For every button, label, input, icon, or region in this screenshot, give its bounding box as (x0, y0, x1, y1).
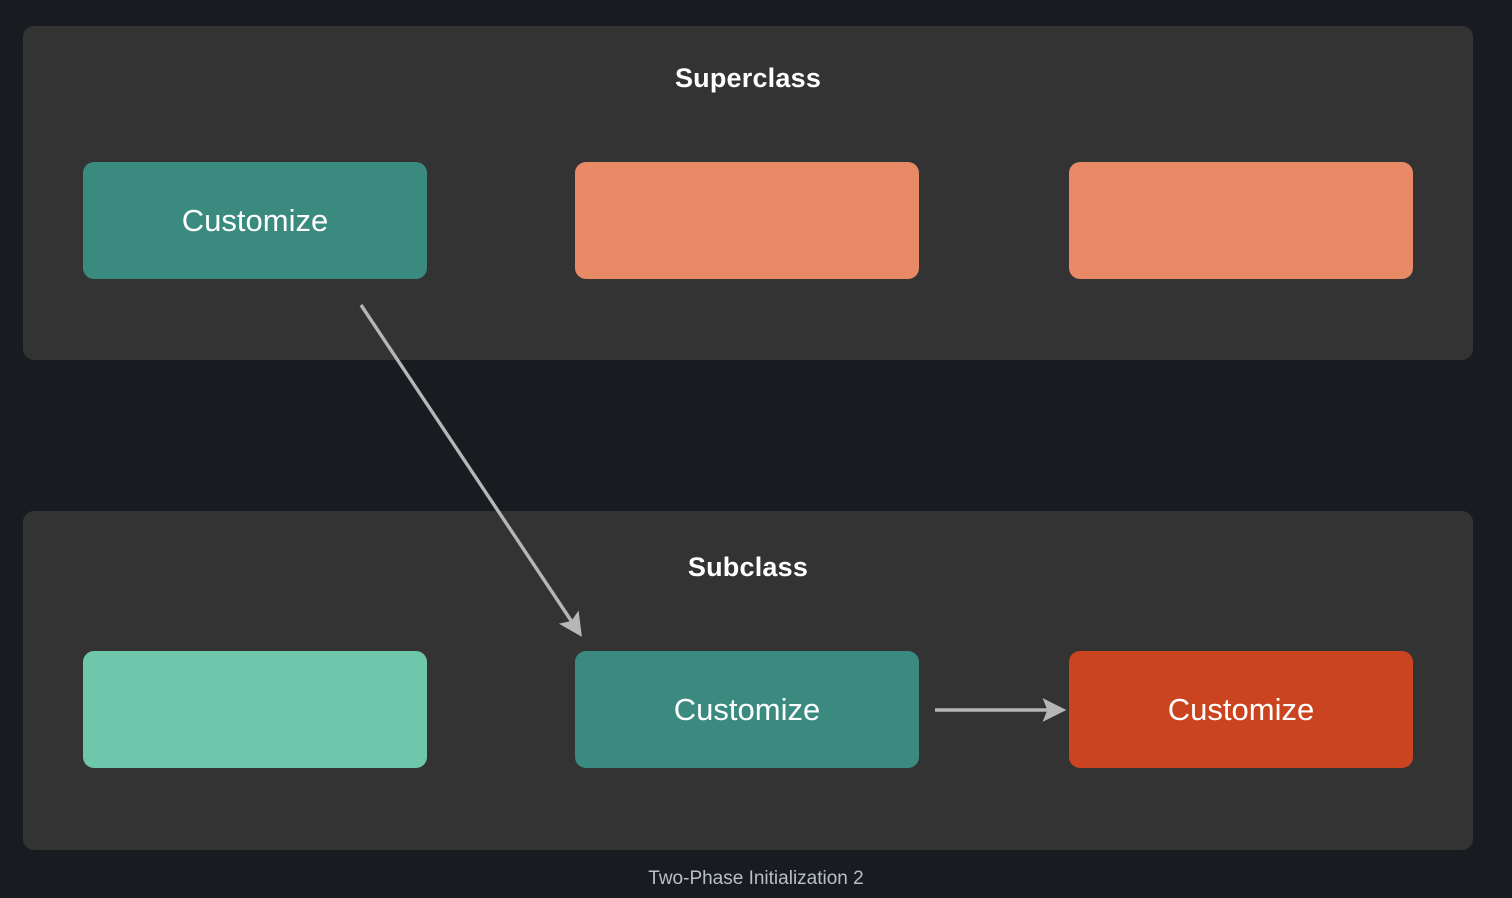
subclass-node-2-label: Customize (673, 692, 821, 727)
subclass-node-row: Customize Customize (23, 651, 1473, 768)
superclass-node-3[interactable] (1069, 162, 1413, 279)
subclass-node-3-label: Customize (1167, 692, 1315, 727)
subclass-panel: Subclass Customize Customize (23, 511, 1473, 850)
figure-caption: Two-Phase Initialization 2 (648, 868, 864, 889)
superclass-node-2[interactable] (575, 162, 919, 279)
subclass-node-1[interactable] (83, 651, 427, 768)
subclass-panel-title: Subclass (687, 552, 809, 582)
superclass-node-1[interactable]: Customize (83, 162, 427, 279)
superclass-node-1-label: Customize (181, 203, 329, 238)
superclass-panel-title: Superclass (674, 63, 822, 93)
superclass-node-row: Customize (23, 162, 1473, 279)
subclass-node-2[interactable]: Customize (575, 651, 919, 768)
superclass-panel: Superclass Customize (23, 26, 1473, 360)
subclass-node-3[interactable]: Customize (1069, 651, 1413, 768)
